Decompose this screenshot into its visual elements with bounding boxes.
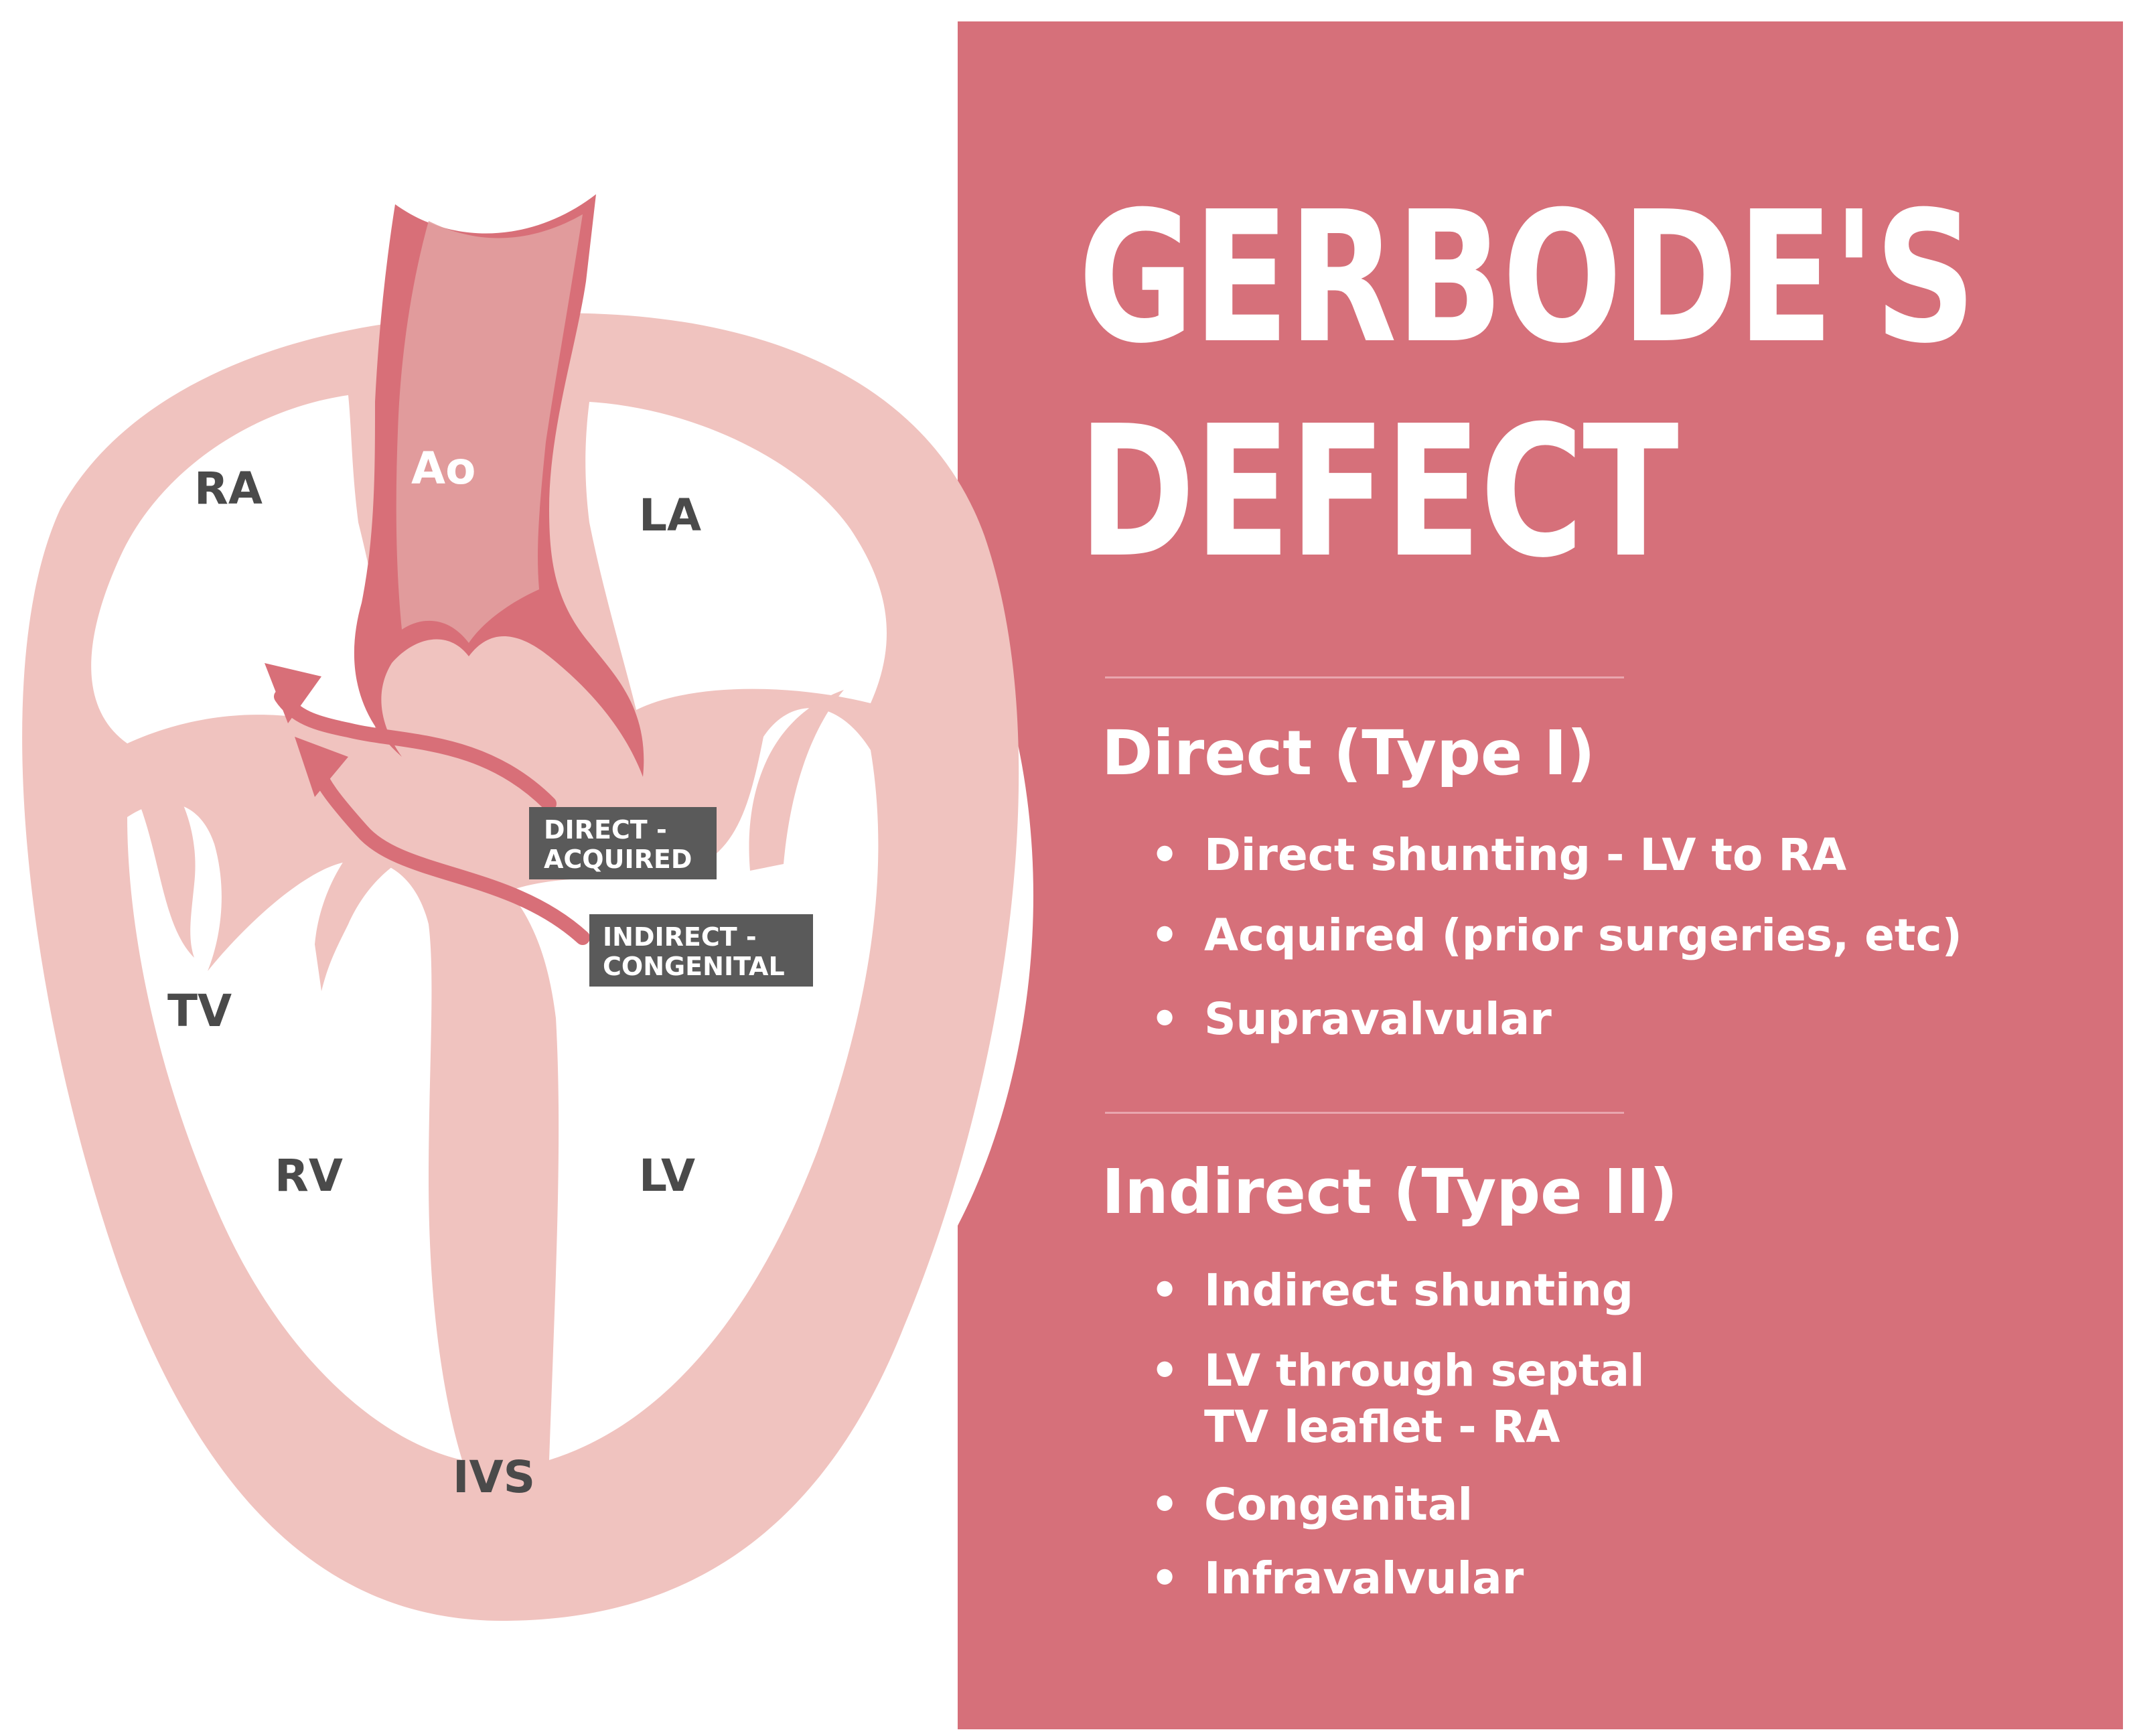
label-rv: RV: [275, 1150, 343, 1202]
bullet-text: Congenital: [1204, 1479, 1473, 1530]
bullet-text: Direct shunting - LV to RA: [1204, 829, 1847, 881]
label-ra: RA: [194, 463, 263, 514]
label-ivs: IVS: [453, 1451, 535, 1503]
title-line-2: DEFECT: [1078, 386, 1679, 597]
callout-direct-line2: ACQUIRED: [544, 845, 692, 874]
tricuspid-leaflet: [134, 743, 196, 958]
bullet-text: Acquired (prior surgeries, etc): [1204, 910, 1962, 961]
left-ventricle-cavity: [509, 708, 879, 1460]
bullet-text: Indirect shunting: [1204, 1264, 1634, 1316]
direct-shunt-arrowhead: [265, 663, 321, 723]
label-tv: TV: [167, 985, 232, 1037]
bullet-text-line1: LV through septal: [1204, 1345, 1645, 1396]
callout-indirect-line1: INDIRECT -: [603, 922, 757, 952]
label-ao: Ao: [411, 443, 475, 494]
label-lv: LV: [639, 1150, 695, 1202]
atria-open-space: [121, 556, 375, 743]
info-panel-background: [958, 21, 2123, 1729]
bullet-dot: •: [1151, 1552, 1179, 1604]
section-heading-direct: Direct (Type I): [1102, 717, 1595, 789]
bullet-dot: •: [1151, 829, 1179, 881]
divider-top: [1105, 676, 1624, 678]
septal-leaflet: [315, 797, 474, 991]
bullet-dot: •: [1151, 993, 1179, 1045]
direct-shunt-arrow: [274, 689, 557, 811]
bullet-dot: •: [1151, 1345, 1179, 1396]
divider-middle: [1105, 1112, 1624, 1114]
section-heading-indirect: Indirect (Type II): [1102, 1156, 1678, 1228]
bullet-text: Infravalvular: [1204, 1552, 1524, 1604]
bullet-dot: •: [1151, 1264, 1179, 1316]
indirect-shunt-arrow: [307, 756, 590, 945]
title-line-1: GERBODE'S: [1078, 172, 1976, 383]
callout-direct-box: [529, 807, 717, 879]
indirect-shunt-arrowhead: [295, 737, 348, 797]
right-ventricle-cavity: [127, 803, 462, 1460]
bullet-dot: •: [1151, 910, 1179, 961]
callout-direct-line1: DIRECT -: [544, 815, 667, 845]
mitral-leaflet: [749, 690, 844, 871]
aorta-lumen: [396, 214, 583, 643]
label-la: LA: [639, 490, 701, 541]
bullet-text-line2: TV leaflet - RA: [1204, 1401, 1560, 1453]
callout-indirect-box: [589, 914, 813, 987]
bullet-dot: •: [1151, 1479, 1179, 1530]
left-atrium-cavity: [585, 402, 887, 710]
bullet-text: Supravalvular: [1204, 993, 1552, 1045]
callout-indirect-line2: CONGENITAL: [603, 952, 785, 981]
